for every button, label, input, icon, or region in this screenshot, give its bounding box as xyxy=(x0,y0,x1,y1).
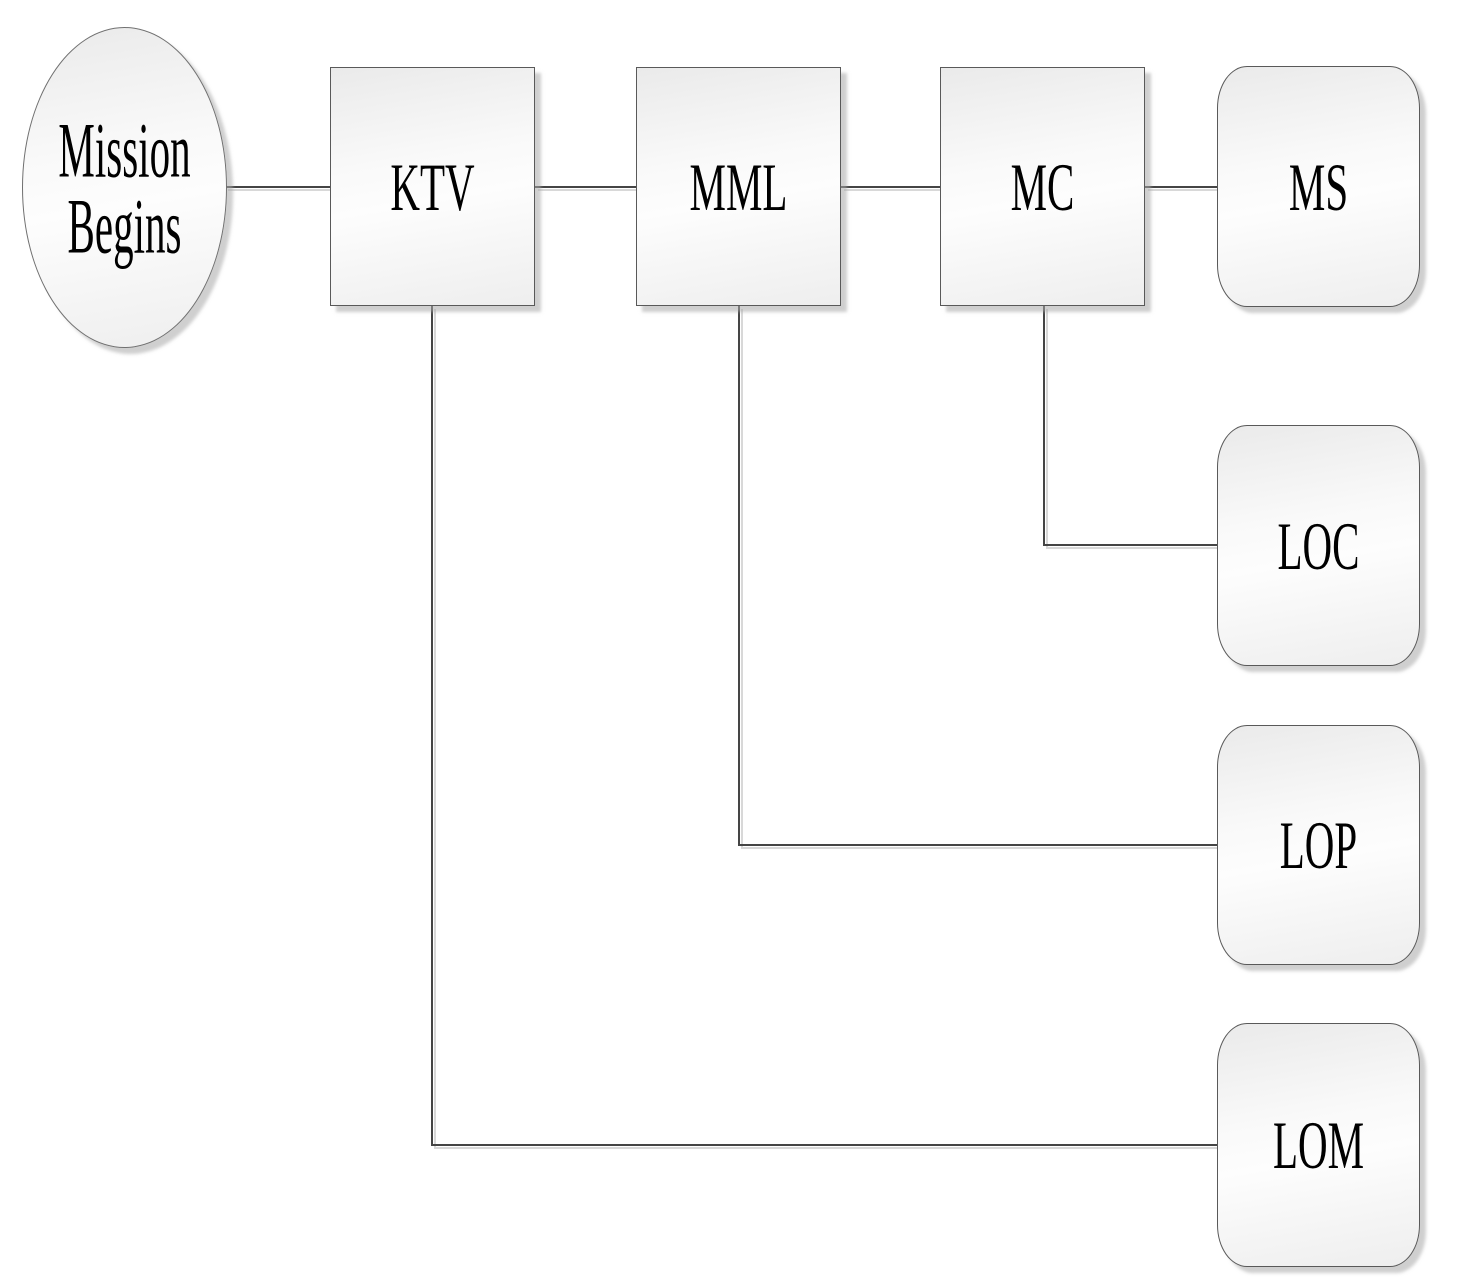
node-mml-label: MML xyxy=(689,148,788,225)
edge-mc-to-ms xyxy=(1145,186,1217,188)
edge-ktv-to-mml xyxy=(535,186,636,188)
node-ktv-label: KTV xyxy=(390,148,475,225)
node-ms: MS xyxy=(1217,66,1420,307)
edge-mml-to-mc xyxy=(841,186,940,188)
edge-ktv-to-lom-horizontal xyxy=(431,1144,1217,1146)
node-mc-label: MC xyxy=(1010,148,1075,225)
edge-mc-to-loc-vertical xyxy=(1043,306,1045,546)
node-mission-begins: Mission Begins xyxy=(22,27,227,348)
node-ms-label: MS xyxy=(1288,148,1349,225)
edge-mission-to-ktv xyxy=(225,186,330,188)
node-lom-label: LOM xyxy=(1272,1106,1365,1184)
node-ktv: KTV xyxy=(330,67,535,306)
node-loc: LOC xyxy=(1217,425,1420,666)
node-mission-begins-label: Mission Begins xyxy=(58,105,191,270)
edge-ktv-to-lom-vertical xyxy=(431,306,433,1146)
edge-mml-to-lop-horizontal xyxy=(738,844,1217,846)
node-loc-label: LOC xyxy=(1277,507,1360,584)
node-mc: MC xyxy=(940,67,1145,306)
node-mml: MML xyxy=(636,67,841,306)
edge-mc-to-loc-horizontal xyxy=(1043,544,1217,546)
node-lop-label: LOP xyxy=(1279,806,1358,884)
node-lop: LOP xyxy=(1217,725,1420,965)
node-lom: LOM xyxy=(1217,1023,1420,1267)
edge-mml-to-lop-vertical xyxy=(738,306,740,846)
